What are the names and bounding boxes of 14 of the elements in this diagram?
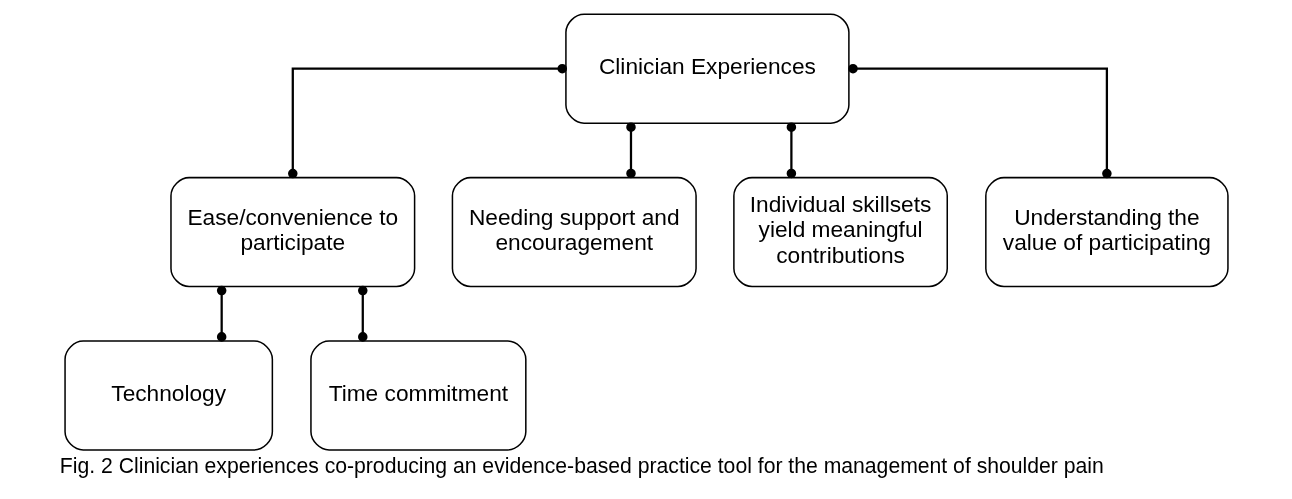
node-box: Individual skillsets yield meaningful contributions <box>732 176 948 288</box>
node-box: Time commitment <box>309 340 527 451</box>
caption: Fig. 2 Clinician experiences co-producing an evidence-based practice tool for the management of shoulder pain <box>59 454 1104 477</box>
node-box: Technology <box>63 340 273 451</box>
node-box: Needing support and encouragement <box>451 176 697 288</box>
connector <box>287 63 567 179</box>
connector <box>625 122 636 179</box>
node-box: Clinician Experiences <box>564 13 850 124</box>
connector <box>216 285 226 342</box>
connector <box>847 63 1112 179</box>
connector <box>357 285 368 342</box>
node-box: Understanding the value of participating <box>984 176 1229 288</box>
node-box: Ease/convenience to participate <box>169 176 415 288</box>
connector <box>786 122 796 179</box>
